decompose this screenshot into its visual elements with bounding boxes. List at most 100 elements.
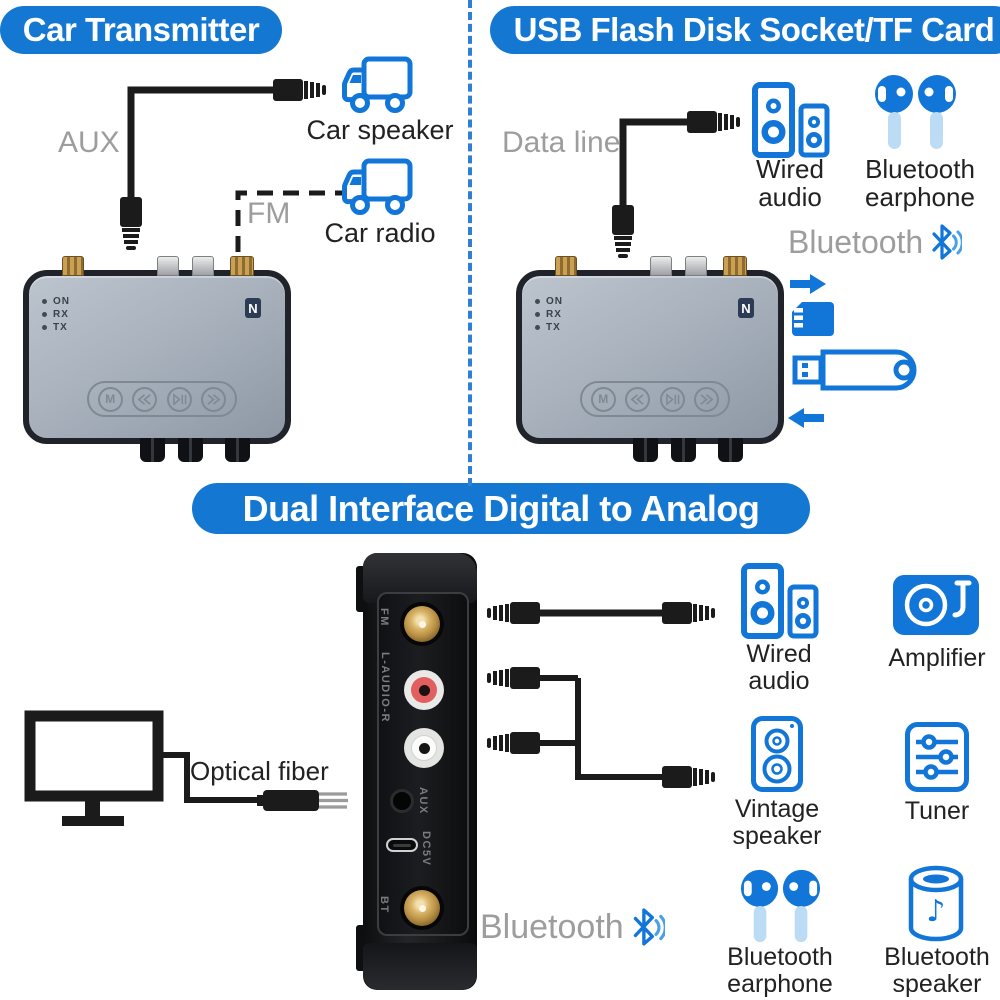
port-label-audio-lr: L-AUDIO-R (379, 652, 391, 723)
badge-dual-interface: Dual Interface Digital to Analog (192, 483, 810, 534)
wired-audio-icon (752, 82, 830, 158)
led-rx (535, 312, 540, 317)
optical-fiber-connector (257, 790, 348, 811)
aux-port (390, 789, 414, 813)
mode-button: M (590, 386, 616, 412)
badge-car-transmitter: Car Transmitter (0, 6, 282, 54)
bluetooth-caption-top-text: Bluetooth (788, 223, 924, 260)
rear-plug (178, 438, 203, 462)
bluetooth-caption-bottom-text: Bluetooth (480, 907, 624, 946)
play-pause-button (166, 386, 192, 412)
led-on-label: ON (546, 296, 563, 307)
arrow-left-icon (788, 408, 824, 428)
rear-plug (671, 438, 696, 462)
port-label-dc5v: DC5V (420, 831, 432, 867)
amplifier-icon (893, 575, 979, 635)
led-on-label: ON (53, 296, 70, 307)
optical-fiber-label: Optical fiber (190, 756, 329, 786)
bluetooth-earphone-label: Bluetooth earphone (865, 154, 975, 212)
led-tx (42, 325, 47, 330)
led-rx-label: RX (53, 309, 69, 320)
rear-plug (225, 438, 250, 462)
antenna-connector (62, 256, 84, 276)
bluetooth-caption-bottom: Bluetooth (480, 905, 665, 949)
bluetooth-adapter-device-left: ON RX TX N M (23, 256, 291, 462)
mode-button-label: M (105, 392, 116, 406)
rca-connector (192, 256, 214, 276)
next-button (201, 386, 227, 412)
rear-plug (718, 438, 743, 462)
badge-usb-tf-card: USB Flash Disk Socket/TF Card (490, 6, 1000, 54)
section-divider-dashed-line (468, 0, 472, 486)
bt-antenna-port (404, 890, 440, 926)
tuner-label: Tuner (904, 797, 970, 825)
car-radio-label: Car radio (324, 218, 436, 248)
monitor-icon (24, 710, 164, 826)
nfc-logo: N (245, 298, 261, 318)
usb-c-power-port (386, 838, 418, 852)
antenna-connector (723, 256, 747, 276)
bluetooth-earphone-label: Bluetooth earphone (727, 943, 833, 998)
bluetooth-icon (932, 224, 963, 260)
led-tx (535, 325, 540, 330)
data-line-plug-down (612, 205, 634, 258)
vintage-speaker-label: Vintage speaker (732, 795, 822, 850)
nfc-logo: N (738, 298, 754, 318)
rca-connector (650, 256, 672, 276)
previous-button (132, 386, 158, 412)
aux-cable-car (127, 86, 273, 200)
next-button (694, 386, 720, 412)
tf-card-icon (792, 302, 834, 336)
device-bottom-cap (363, 943, 477, 990)
led-tx-label: TX (546, 322, 561, 333)
tuner-icon (905, 722, 969, 792)
fm-dashed-link (235, 190, 343, 252)
aux-plug-down (120, 197, 142, 250)
aux-plug-right (273, 79, 326, 101)
antenna-connector (230, 256, 254, 276)
led-on (42, 299, 47, 304)
bluetooth-earphone-icon (875, 75, 956, 149)
led-tx-label: TX (53, 322, 68, 333)
mount-tab (356, 566, 366, 612)
bluetooth-earphone-icon (741, 869, 821, 943)
bluetooth-speaker-icon: ♪ (908, 865, 964, 942)
rca-connector (157, 256, 179, 276)
rca-port-left-red (404, 670, 444, 710)
port-label-bt: BT (378, 896, 390, 914)
rca-port-right-white (404, 728, 444, 768)
mode-button: M (97, 386, 123, 412)
aux-label: AUX (58, 126, 120, 159)
data-line-plug-right (687, 111, 740, 133)
car-speaker-truck-icon (342, 56, 413, 113)
previous-button (625, 386, 651, 412)
button-group: M (580, 381, 730, 417)
car-speaker-label: Car speaker (306, 115, 454, 145)
antenna-connector (555, 256, 577, 276)
optical-fiber-cable (158, 752, 265, 803)
button-group: M (87, 381, 237, 417)
wired-audio-label: Wired audio (756, 154, 824, 212)
led-rx (42, 312, 47, 317)
bluetooth-speaker-label: Bluetooth speaker (884, 943, 990, 998)
car-radio-truck-icon (342, 158, 413, 215)
svg-text:♪: ♪ (926, 894, 945, 929)
fm-antenna-port (404, 606, 440, 642)
mount-tab (356, 925, 366, 971)
led-on (535, 299, 540, 304)
data-line-cable (619, 118, 687, 208)
bluetooth-caption-top: Bluetooth (788, 222, 963, 262)
rear-plug (633, 438, 658, 462)
bluetooth-icon (633, 908, 665, 946)
bottom-y-cable (540, 675, 662, 780)
port-label-aux: AUX (417, 787, 429, 815)
fm-label: FM (247, 197, 291, 230)
wired-audio-label: Wired audio (746, 640, 812, 695)
rear-plug (140, 438, 165, 462)
mode-button-label: M (598, 392, 609, 406)
data-line-label: Data line (502, 126, 621, 159)
play-pause-button (659, 386, 685, 412)
bluetooth-adapter-device-right: ON RX TX N M (516, 256, 784, 462)
